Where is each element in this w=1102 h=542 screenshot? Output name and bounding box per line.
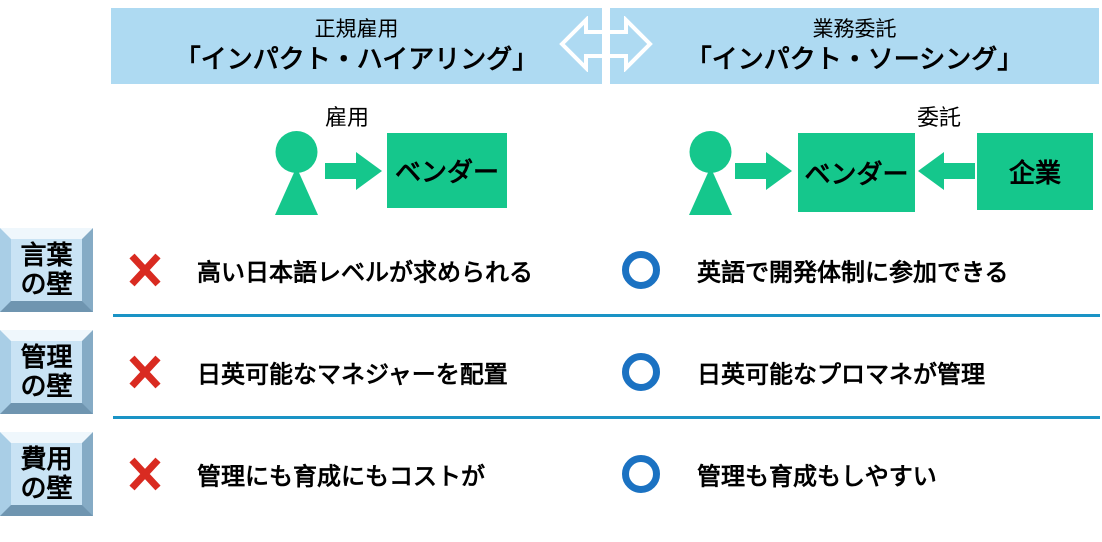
- hiring-con-text: 管理にも育成にもコストが: [197, 463, 485, 491]
- barrier-key-management: 管理 の壁: [0, 330, 93, 414]
- header-impact-sourcing: 業務委託 「インパクト・ソーシング」: [610, 8, 1099, 84]
- header-left-tag: 正規雇用: [314, 17, 399, 41]
- barrier-label-line2: の壁: [20, 473, 73, 503]
- header-impact-hiring: 正規雇用 「インパクト・ハイアリング」: [111, 8, 602, 84]
- barrier-key-language: 言葉 の壁: [0, 228, 93, 312]
- hiring-con-text: 日英可能なマネジャーを配置: [197, 361, 508, 389]
- sourcing-pro-text: 英語で開発体制に参加できる: [697, 259, 1009, 287]
- cross-icon: [129, 457, 161, 491]
- barrier-label-line1: 管理: [20, 341, 73, 372]
- person-icon: [275, 131, 318, 215]
- hiring-con-text: 高い日本語レベルが求められる: [197, 259, 533, 287]
- double-arrow-icon: [559, 16, 653, 72]
- circle-icon: [622, 455, 660, 493]
- sourcing-pro-text: 日英可能なプロマネが管理: [697, 361, 985, 389]
- header-right-tag: 業務委託: [812, 17, 897, 41]
- barrier-label-line2: の壁: [20, 371, 73, 401]
- circle-icon: [622, 251, 660, 289]
- row-divider: [113, 314, 1100, 317]
- barrier-label-line1: 言葉: [20, 239, 73, 270]
- cross-icon: [129, 253, 161, 287]
- relation-label-left: 雇用: [324, 105, 369, 130]
- row-divider: [113, 416, 1100, 419]
- company-box: 企業: [977, 133, 1093, 210]
- right-arrow-icon: [735, 152, 792, 190]
- relation-label-right: 委託: [916, 105, 961, 130]
- vendor-box-left: ベンダー: [387, 133, 507, 208]
- barrier-label-line2: の壁: [20, 269, 73, 299]
- barrier-key-cost: 費用 の壁: [0, 432, 93, 516]
- cross-icon: [129, 355, 161, 389]
- header-left-title: 「インパクト・ハイアリング」: [174, 43, 539, 74]
- header-right-title: 「インパクト・ソーシング」: [685, 43, 1024, 74]
- vendor-box-right: ベンダー: [798, 133, 915, 212]
- left-arrow-icon: [918, 152, 975, 190]
- right-arrow-icon: [325, 152, 382, 190]
- barrier-row-management: 管理 の壁 日英可能なマネジャーを配置 日英可能なプロマネが管理: [0, 330, 1102, 414]
- barrier-label-line1: 費用: [20, 443, 73, 474]
- barrier-row-cost: 費用 の壁 管理にも育成にもコストが 管理も育成もしやすい: [0, 432, 1102, 516]
- circle-icon: [622, 353, 660, 391]
- barrier-row-language: 言葉 の壁 高い日本語レベルが求められる 英語で開発体制に参加できる: [0, 228, 1102, 312]
- person-icon: [689, 131, 732, 215]
- sourcing-pro-text: 管理も育成もしやすい: [697, 463, 937, 491]
